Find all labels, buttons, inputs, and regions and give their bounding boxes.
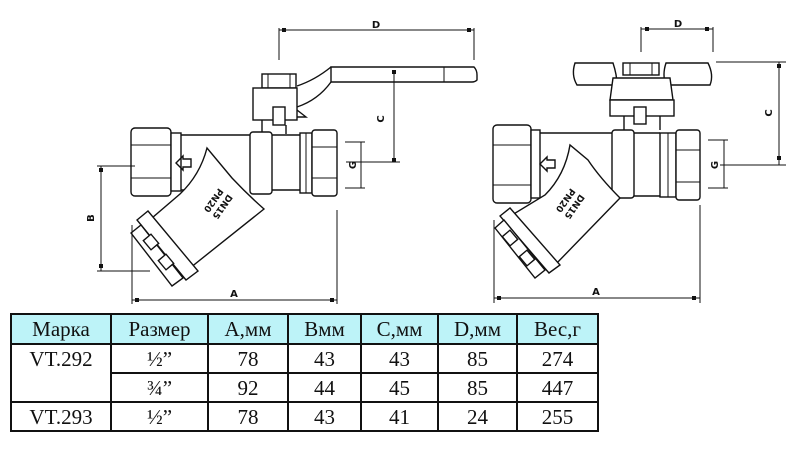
cell-a: 92 [207,372,289,403]
cell-a: 78 [207,343,289,374]
cell-weight: 274 [516,343,599,374]
header-size: Размер [110,313,209,345]
dim-c-label-2: C [764,109,775,116]
header-b: Bмм [287,313,362,345]
dim-a-label-2: A [592,287,600,298]
spec-table: Марка Размер A,мм Bмм C,мм D,мм Вес,г VT… [10,313,599,432]
cell-model [10,373,112,403]
dim-d-label-2: D [674,19,682,30]
header-model: Марка [10,313,112,345]
cell-c: 45 [360,372,439,403]
cell-d: 85 [437,372,518,403]
cell-b: 43 [287,401,362,432]
header-c: C,мм [360,313,439,345]
valve-lever-drawing: D C [86,20,478,304]
dim-c-label: C [376,115,387,122]
cell-b: 44 [287,372,362,403]
header-a: A,мм [207,313,289,345]
cell-b: 43 [287,343,362,374]
header-weight: Вес,г [516,313,599,345]
flow-arrow-icon-2 [539,155,556,173]
cell-weight: 255 [516,401,599,432]
table-row: ¾” 92 44 45 85 447 [10,372,599,403]
cell-size: ½” [110,401,209,432]
cell-d: 24 [437,401,518,432]
cell-d: 85 [437,343,518,374]
cell-size: ½” [110,343,209,374]
dim-b-label: B [86,214,97,222]
technical-drawings: D C [86,19,786,304]
flow-arrow-icon [175,154,192,172]
cell-size: ¾” [110,372,209,403]
valve-butterfly-drawing: D C G [492,19,786,303]
cell-a: 78 [207,401,289,432]
table-row: VT.292 ½” 78 43 43 85 274 [10,343,599,374]
cell-c: 43 [360,343,439,374]
dim-g-label: G [348,161,359,169]
cell-c: 41 [360,401,439,432]
dim-d-label: D [372,20,380,31]
table-row: VT.293 ½” 78 43 41 24 255 [10,401,599,432]
table-header-row: Марка Размер A,мм Bмм C,мм D,мм Вес,г [10,313,599,345]
dim-a-label: A [230,289,238,300]
cell-model: VT.293 [10,401,112,432]
cell-weight: 447 [516,372,599,403]
cell-model: VT.292 [10,343,112,373]
header-d: D,мм [437,313,518,345]
dim-g-label-2: G [710,161,721,169]
